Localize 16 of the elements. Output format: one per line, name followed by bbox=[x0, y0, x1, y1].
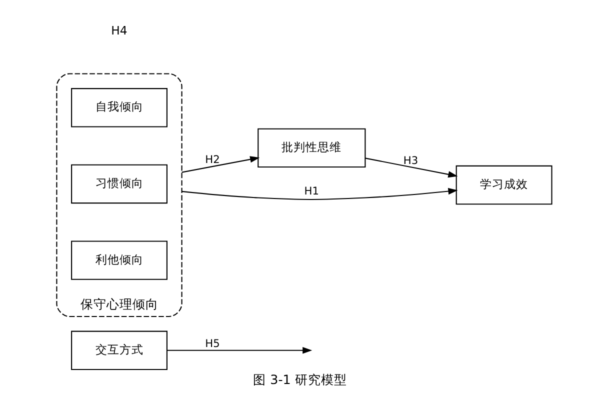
node-box: 利他倾向 bbox=[71, 240, 168, 280]
edge-label: H2 bbox=[205, 154, 220, 166]
caption: 图 3-1 研究模型 bbox=[253, 372, 347, 387]
arrow bbox=[182, 188, 458, 200]
node-box: 习惯倾向 bbox=[71, 164, 168, 204]
arrow bbox=[167, 347, 312, 354]
edge-label: H5 bbox=[205, 338, 220, 350]
label: H4 bbox=[111, 23, 128, 38]
edge-label: H3 bbox=[403, 154, 418, 167]
node-box: 学习成效 bbox=[456, 165, 552, 205]
edge-label: H1 bbox=[304, 186, 320, 198]
node-box: 自我倾向 bbox=[71, 88, 168, 128]
arrow bbox=[182, 156, 260, 173]
arrow bbox=[365, 158, 458, 178]
node-box: 批判性思维 bbox=[258, 128, 366, 168]
node-box: 交互方式 bbox=[71, 330, 168, 370]
